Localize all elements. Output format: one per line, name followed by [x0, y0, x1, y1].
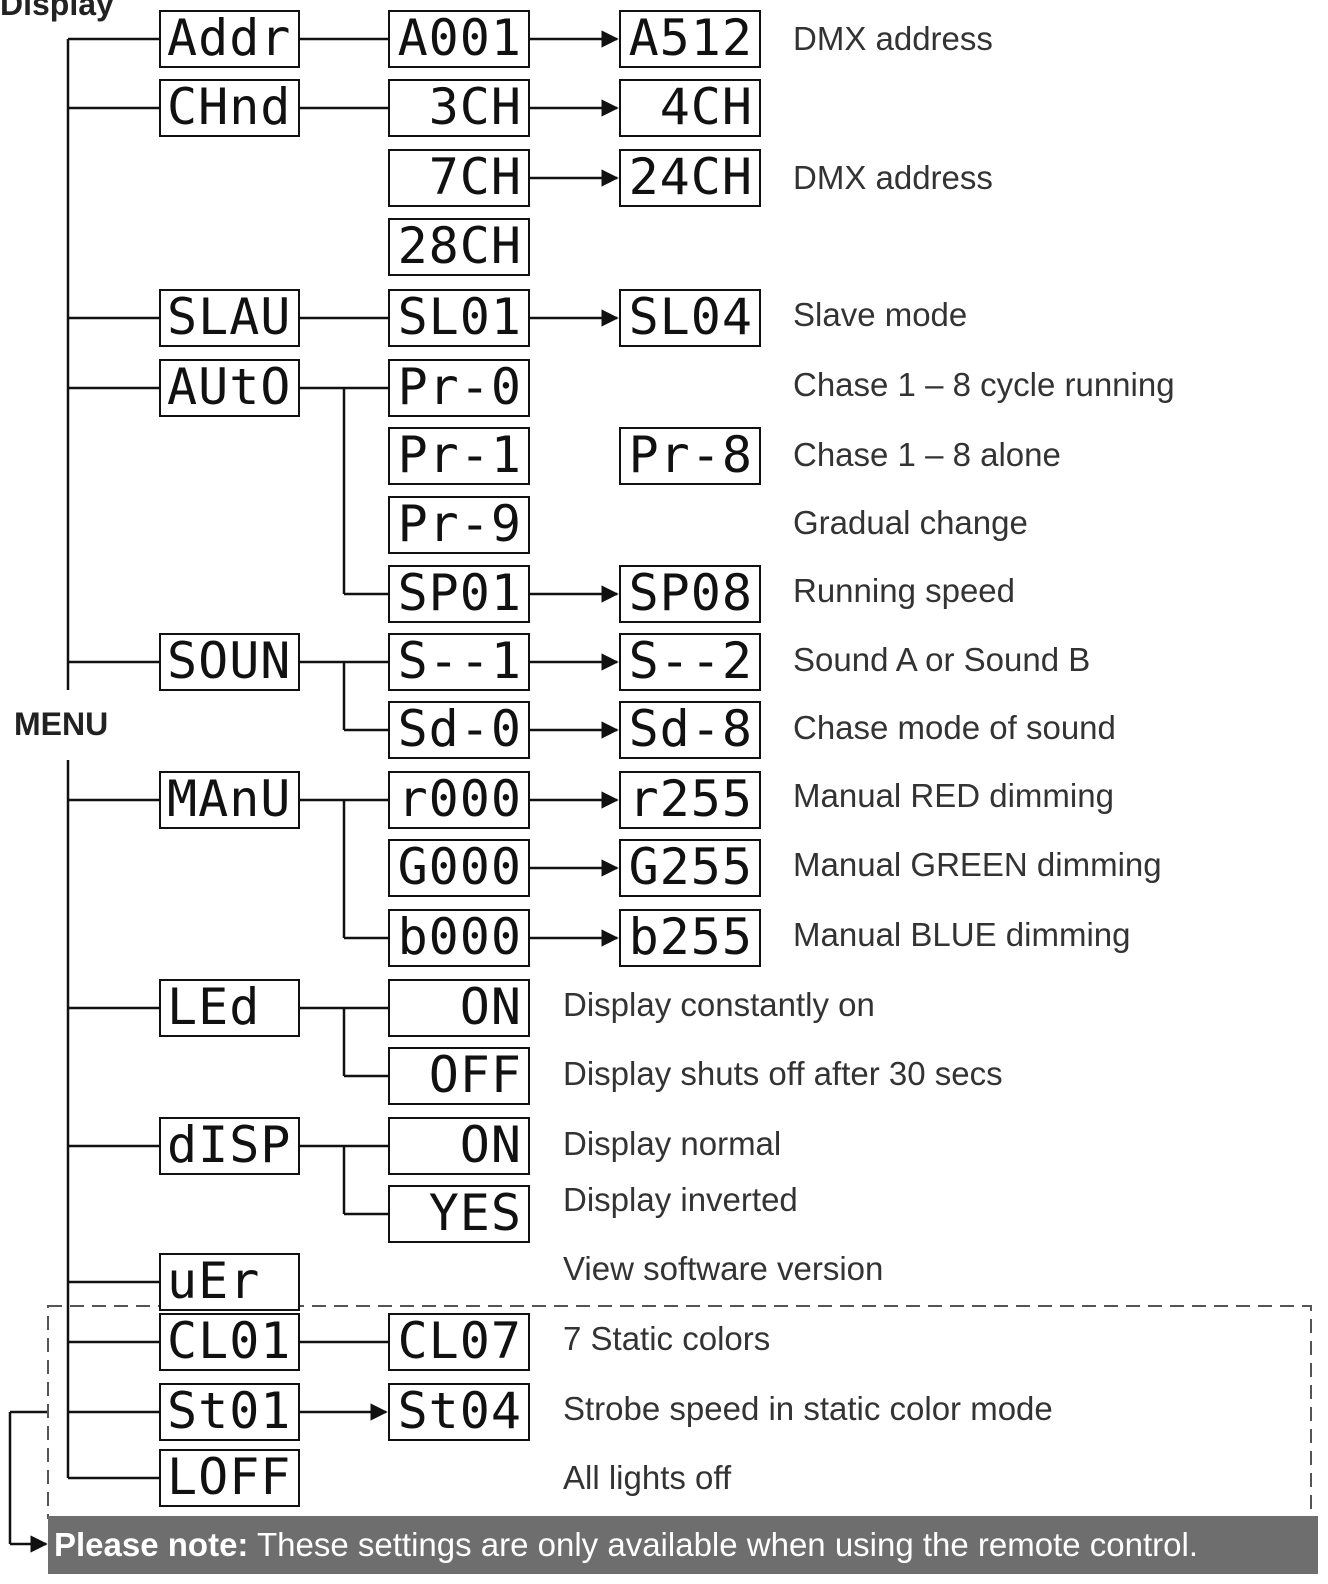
desc-green: Manual GREEN dimming: [793, 846, 1162, 883]
desc-display-inverted: Display inverted: [563, 1181, 798, 1218]
note-text: These settings are only available when u…: [248, 1526, 1199, 1563]
lcd-disp-yes: YES: [388, 1185, 530, 1243]
lcd-g000: G000: [388, 839, 530, 897]
desc-running-speed: Running speed: [793, 572, 1016, 609]
desc-blue: Manual BLUE dimming: [793, 916, 1131, 953]
lcd-uer: uEr: [159, 1253, 300, 1311]
lcd-3ch: 3CH: [388, 79, 530, 137]
lcd-disp: dISP: [159, 1117, 300, 1175]
note-bold: Please note:: [54, 1526, 249, 1563]
lcd-s2: S--2: [619, 633, 761, 691]
lcd-sp01: SP01: [388, 565, 530, 623]
top-cut-heading: Display: [0, 0, 114, 22]
lcd-auto: AUtO: [159, 359, 300, 417]
lcd-a001: A001: [388, 10, 530, 68]
desc-gradual-change: Gradual change: [793, 504, 1028, 541]
lcd-sp08: SP08: [619, 565, 761, 623]
lcd-sl01: SL01: [388, 289, 530, 347]
menu-label: MENU: [14, 706, 109, 742]
desc-static-colors: 7 Static colors: [563, 1320, 771, 1357]
lcd-a512: A512: [619, 10, 761, 68]
lcd-led: LEd: [159, 979, 300, 1037]
lcd-cl01: CL01: [159, 1313, 300, 1371]
lcd-r000: r000: [388, 771, 530, 829]
lcd-led-off: OFF: [388, 1047, 530, 1105]
lcd-sd0: Sd-0: [388, 701, 530, 759]
desc-dmx-address-2: DMX address: [793, 159, 993, 196]
lcd-b000: b000: [388, 909, 530, 967]
lcd-loff: LOFF: [159, 1449, 300, 1507]
lcd-pr0: Pr-0: [388, 359, 530, 417]
desc-display-normal: Display normal: [563, 1125, 782, 1162]
desc-chase-alone: Chase 1 – 8 alone: [793, 436, 1061, 473]
lcd-pr9: Pr-9: [388, 496, 530, 554]
lcd-sl04: SL04: [619, 289, 761, 347]
lcd-st04: St04: [388, 1383, 530, 1441]
lcd-sd8: Sd-8: [619, 701, 761, 759]
lcd-st01: St01: [159, 1383, 300, 1441]
lcd-slau: SLAU: [159, 289, 300, 347]
desc-display-on: Display constantly on: [563, 986, 875, 1023]
lcd-soun: SOUN: [159, 633, 300, 691]
lcd-7ch: 7CH: [388, 149, 530, 207]
lcd-addr: Addr: [159, 10, 300, 68]
lcd-pr8: Pr-8: [619, 427, 761, 485]
desc-chase-cycle: Chase 1 – 8 cycle running: [793, 366, 1175, 403]
lcd-pr1: Pr-1: [388, 427, 530, 485]
desc-sound-ab: Sound A or Sound B: [793, 641, 1091, 678]
lcd-24ch: 24CH: [619, 149, 761, 207]
lcd-manu: MAnU: [159, 771, 300, 829]
lcd-b255: b255: [619, 909, 761, 967]
desc-slave-mode: Slave mode: [793, 296, 968, 333]
desc-lights-off: All lights off: [563, 1459, 732, 1496]
lcd-r255: r255: [619, 771, 761, 829]
lcd-4ch: 4CH: [619, 79, 761, 137]
remote-note-bar: Please note: These settings are only ava…: [48, 1516, 1318, 1574]
desc-red: Manual RED dimming: [793, 777, 1114, 814]
desc-dmx-address-1: DMX address: [793, 20, 993, 57]
lcd-g255: G255: [619, 839, 761, 897]
lcd-chnd: CHnd: [159, 79, 300, 137]
lcd-s1: S--1: [388, 633, 530, 691]
desc-chase-sound: Chase mode of sound: [793, 709, 1116, 746]
desc-software-version: View software version: [563, 1250, 884, 1287]
lcd-disp-on: ON: [388, 1117, 530, 1175]
desc-display-off: Display shuts off after 30 secs: [563, 1055, 1003, 1092]
desc-strobe-speed: Strobe speed in static color mode: [563, 1390, 1053, 1427]
lcd-28ch: 28CH: [388, 218, 530, 276]
lcd-led-on: ON: [388, 979, 530, 1037]
lcd-cl07: CL07: [388, 1313, 530, 1371]
